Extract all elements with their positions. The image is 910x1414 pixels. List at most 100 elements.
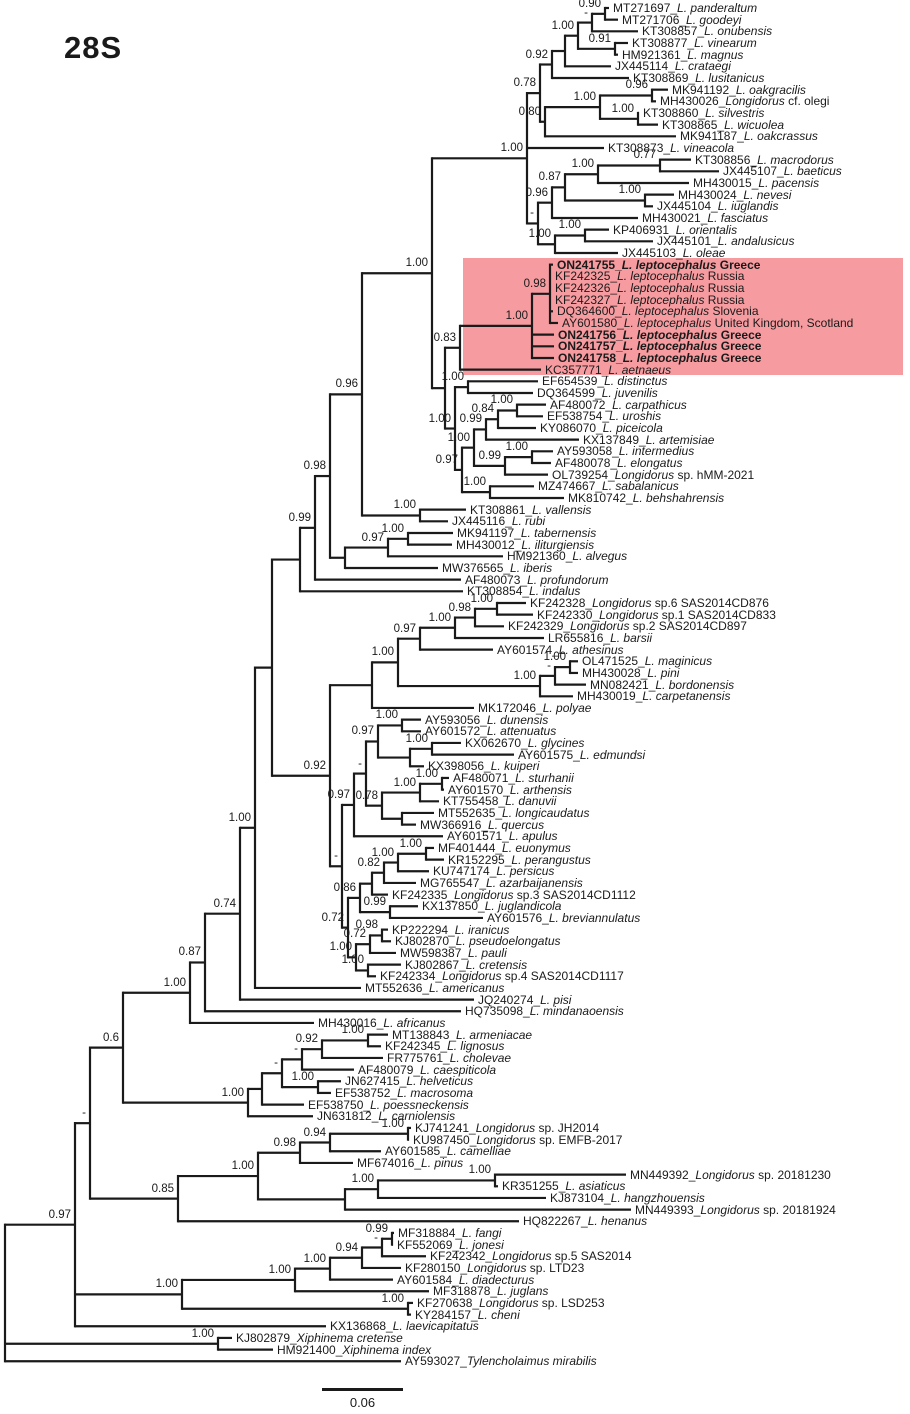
support-value: 1.00 <box>329 941 352 954</box>
taxon-label: KX136868_L. laevicapitatus <box>330 1319 479 1334</box>
support-value: 1.00 <box>191 1327 214 1340</box>
support-value: 1.00 <box>505 309 528 322</box>
taxon-label: JN631812_L. carniolensis <box>317 1109 456 1124</box>
taxon-label: MT552636_L. americanus <box>365 980 505 995</box>
taxon-label: KT308861_L. vallensis <box>470 502 592 517</box>
support-value: 0.94 <box>335 1241 358 1254</box>
taxon-label: MH430021_L. fasciatus <box>642 210 769 225</box>
taxon-label: MH430028_L. pini <box>582 665 680 680</box>
taxon-label: AY601575_L. edmundsi <box>518 747 646 762</box>
taxon-label: JX445116_L. rubi <box>452 514 546 529</box>
taxon-label: ON241758_L. leptocephalus Greece <box>558 350 762 365</box>
taxon-label: MK172046_L. polyae <box>478 700 592 715</box>
support-value: 0.91 <box>588 32 611 45</box>
support-value: - <box>358 757 362 770</box>
taxon-label: DQ364600_L. leptocephalus Slovenia <box>557 304 759 319</box>
taxon-label: AY601576_L. breviannulatus <box>487 910 641 925</box>
taxon-label: MT271697_L. panderaltum <box>613 1 758 15</box>
taxon-label: MH430024_L. nevesi <box>678 187 792 202</box>
support-value: 0.99 <box>478 449 501 462</box>
support-value: 1.00 <box>371 846 394 859</box>
support-value: 1.00 <box>463 476 486 489</box>
support-value: 1.00 <box>428 611 451 624</box>
taxon-label: JX445103_L. oleae <box>622 245 726 260</box>
taxon-label: LR655816_L. barsii <box>548 630 653 645</box>
support-value: 0.94 <box>303 1126 326 1139</box>
support-value: 0.77 <box>633 149 656 162</box>
taxon-label: JN627415_L. helveticus <box>345 1074 474 1089</box>
taxon-label: KF242342_Longidorus sp.5 SAS2014 <box>430 1249 632 1264</box>
support-value: 1.00 <box>447 431 470 444</box>
taxon-label: KT308860_L. silvestris <box>643 105 765 120</box>
support-value: 1.00 <box>611 102 634 115</box>
taxon-label: MT138843_L. armeniacae <box>392 1027 533 1042</box>
support-value: 1.00 <box>228 811 251 824</box>
taxon-label: EF538750_L. poessneckensis <box>308 1097 469 1112</box>
taxon-label: MK941187_L. oakcrassus <box>680 129 818 144</box>
taxon-label: MT271706_L. goodeyi <box>622 12 742 27</box>
support-value: 1.00 <box>371 646 394 659</box>
support-value: 0.83 <box>433 331 456 344</box>
support-value: 1.00 <box>573 91 596 104</box>
support-value: 0.97 <box>327 788 350 801</box>
taxon-label: KF242330_Longidorus sp.1 SAS2014CD833 <box>537 607 776 622</box>
support-value: 1.00 <box>405 732 428 745</box>
support-value: 1.00 <box>571 158 594 171</box>
support-value: - <box>294 1043 298 1056</box>
support-value: 0.87 <box>538 171 561 184</box>
taxon-label: KX137849_L. artemisiae <box>583 432 715 447</box>
taxon-label: EF538754_L. uroshis <box>547 409 662 424</box>
taxon-label: KJ802879_Xiphinema cretense <box>236 1330 403 1345</box>
taxon-label: HQ735098_L. mindanaoensis <box>465 1004 624 1019</box>
support-value: 0.99 <box>288 511 311 524</box>
taxon-label: AY601580_L. leptocephalus United Kingdom… <box>562 315 854 330</box>
support-value: 0.78 <box>355 789 378 802</box>
taxon-label: KJ873104_L. hangzhouensis <box>550 1190 705 1205</box>
taxon-label: KU987450_Longidorus sp. EMFB-2017 <box>413 1132 623 1147</box>
taxon-label: MN082421_L. bordonensis <box>590 677 735 692</box>
taxon-label: KT308869_L. lusitanicus <box>633 70 765 85</box>
taxon-label: AY601572_L. attenuatus <box>425 724 557 739</box>
taxon-label: HM921360_L. alvegus <box>507 549 628 564</box>
taxon-label: MK810742_L. behshahrensis <box>568 490 725 505</box>
support-value: - <box>334 850 338 863</box>
support-value: 0.72 <box>321 911 344 924</box>
taxon-label: MW366916_L. quercus <box>420 817 545 832</box>
support-value: 1.00 <box>558 219 581 232</box>
taxon-label: FR775761_L. cholevae <box>387 1050 512 1065</box>
support-value: 0.72 <box>343 928 366 941</box>
taxon-label: KX137850_L. juglandicola <box>422 899 562 914</box>
taxon-label: HQ822267_L. henanus <box>523 1214 648 1229</box>
taxon-label: ON241756_L. leptocephalus Greece <box>558 327 762 342</box>
taxon-label: MN449392_Longidorus sp. 20181230 <box>630 1167 831 1182</box>
support-value: 0.97 <box>435 453 458 466</box>
taxon-label: MF401444_L. euonymus <box>438 840 571 855</box>
support-value: 1.00 <box>303 1252 326 1265</box>
support-value: 0.98 <box>303 460 326 473</box>
support-value: 1.00 <box>351 1173 374 1186</box>
taxon-label: ON241755_L. leptocephalus Greece <box>557 257 761 272</box>
support-value: 1.00 <box>500 142 523 155</box>
taxon-label: AY601585_L. camelliae <box>385 1144 511 1159</box>
support-value: 1.00 <box>405 257 428 270</box>
support-value: 1.00 <box>505 441 528 454</box>
support-value: 0.92 <box>525 48 548 61</box>
support-value: 0.6 <box>103 1031 119 1044</box>
support-value: - <box>530 207 534 220</box>
taxon-label: AF480078_L. elongatus <box>555 455 683 470</box>
taxon-label: DQ364599_L. juvenilis <box>537 385 658 400</box>
taxon-label: KT308856_L. macrodorus <box>695 152 834 167</box>
taxon-label: MH430019_L. carpetanensis <box>577 689 731 704</box>
taxon-label: KF280150_Longidorus sp. LTD23 <box>405 1260 585 1275</box>
taxon-label: KJ802867_L. cretensis <box>405 957 528 972</box>
taxon-label: KX062670_L. glycines <box>465 735 585 750</box>
support-value: 1.00 <box>543 651 566 664</box>
taxon-label: KP406931_L. orientalis <box>613 222 738 237</box>
support-value: 1.00 <box>393 776 416 789</box>
support-value: 0.92 <box>295 1033 318 1046</box>
support-value: 1.00 <box>490 394 513 407</box>
support-value: 0.82 <box>357 856 380 869</box>
support-value: 0.98 <box>448 601 471 614</box>
